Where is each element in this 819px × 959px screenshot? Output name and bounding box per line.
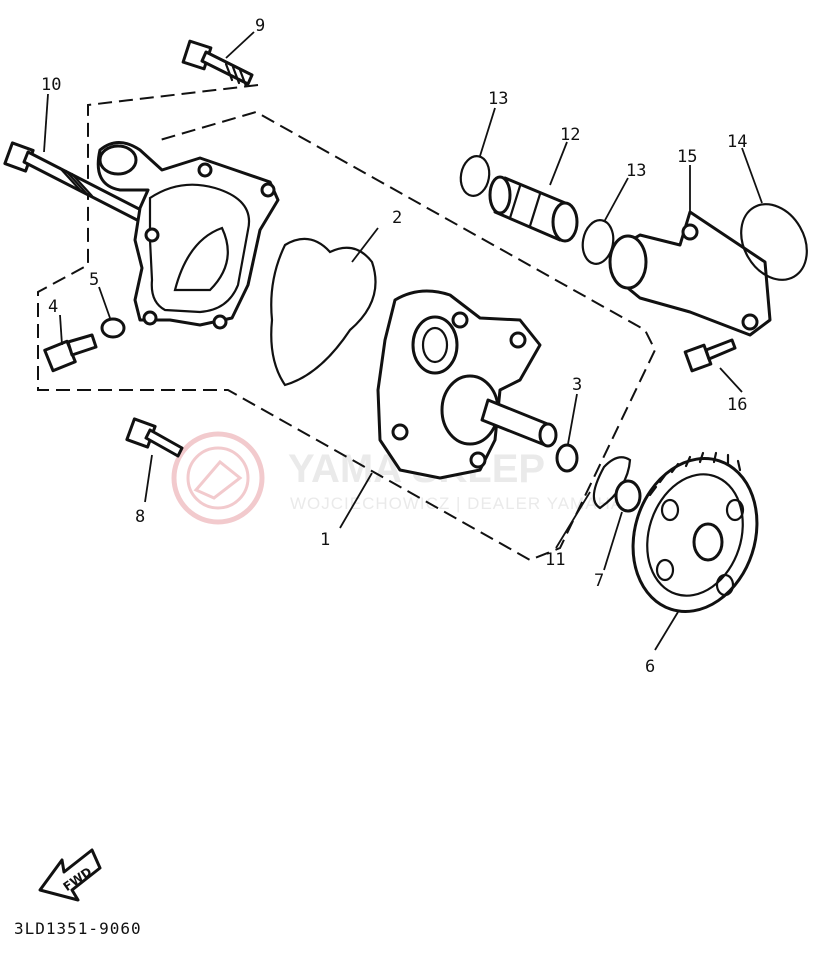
callout-3: 3 xyxy=(572,375,582,395)
callout-16: 16 xyxy=(727,395,747,415)
callout-10: 10 xyxy=(41,75,61,95)
diagram-code: 3LD1351-9060 xyxy=(14,919,142,938)
pump-cover xyxy=(96,141,280,330)
part-4-bolt xyxy=(43,333,98,373)
part-2-gasket xyxy=(270,237,377,387)
callout-11: 11 xyxy=(545,550,565,570)
part-15-elbow xyxy=(608,210,772,337)
part-1-pump-housing xyxy=(376,289,558,480)
watermark-logo xyxy=(171,431,265,525)
callout-13-upper: 13 xyxy=(488,89,508,109)
callout-13-lower: 13 xyxy=(626,161,646,181)
part-13-oring-lower xyxy=(581,219,615,265)
callout-8: 8 xyxy=(135,507,145,527)
part-13-oring-upper xyxy=(459,155,491,197)
callout-4: 4 xyxy=(48,297,58,317)
callout-15: 15 xyxy=(677,147,697,167)
part-14-oring xyxy=(740,203,808,281)
part-9-bolt xyxy=(181,39,254,88)
callout-14: 14 xyxy=(727,132,747,152)
part-8-bolt xyxy=(125,417,184,458)
callout-6: 6 xyxy=(645,657,655,677)
part-16-bolt xyxy=(683,338,737,373)
callout-12: 12 xyxy=(560,125,580,145)
callout-labels: 1 2 3 4 5 6 7 8 9 10 11 12 13 13 14 15 1… xyxy=(41,16,747,677)
part-3-seal xyxy=(555,443,579,473)
watermark-subtitle: WOJCIECHOWICZ | DEALER YAMAHA xyxy=(290,494,623,513)
part-5-washer xyxy=(100,317,126,339)
callout-7: 7 xyxy=(594,571,604,591)
callout-1: 1 xyxy=(320,530,330,550)
fwd-arrow: FWD xyxy=(38,848,102,902)
callout-5: 5 xyxy=(89,270,99,290)
part-12-pipe xyxy=(488,175,579,243)
leader-lines xyxy=(43,31,763,651)
callout-9: 9 xyxy=(255,16,265,36)
callout-2: 2 xyxy=(392,208,402,228)
part-7-washer xyxy=(614,479,642,513)
part-6-gear xyxy=(631,451,759,613)
watermark-logo-mark xyxy=(193,459,243,500)
watermark-logo-inner xyxy=(186,446,250,510)
assembly-dash-outline xyxy=(37,84,657,562)
